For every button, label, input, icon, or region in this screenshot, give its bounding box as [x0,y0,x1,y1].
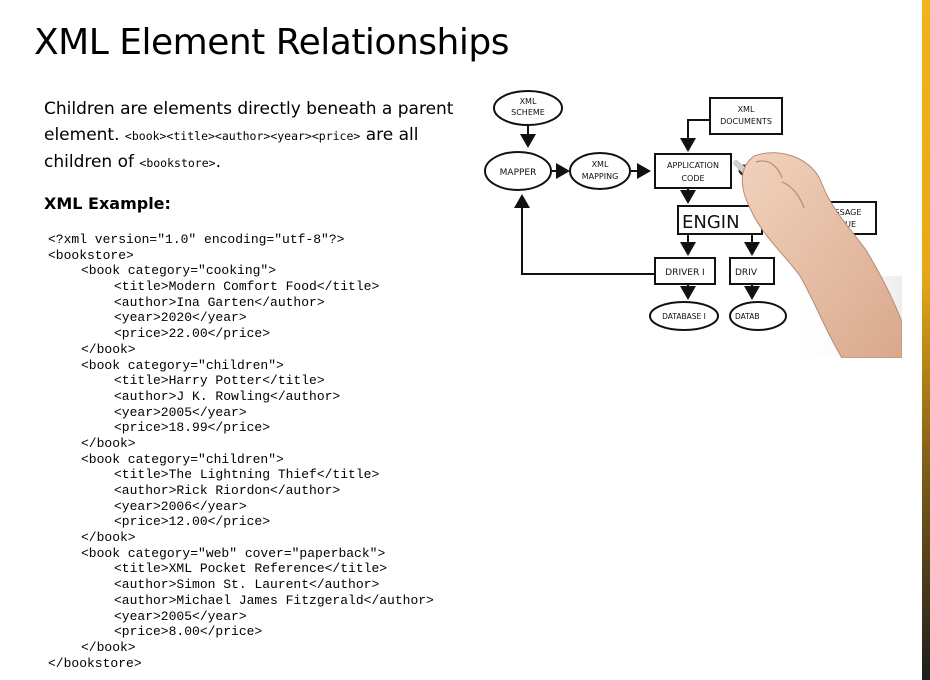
database-2-node: DATAB [729,301,787,331]
code-line: <author>J K. Rowling</author> [114,388,341,404]
code-line: </bookstore> [48,655,142,671]
code-line: <price>12.00</price> [114,514,271,530]
arrow-docs-app [680,119,710,152]
engine-label: ENGIN [682,212,740,233]
code-line: <bookstore> [48,247,134,263]
driver-1-label: DRIVER I [665,268,704,278]
message-queue-label-1: MESSAGE [823,208,862,217]
xml-mapping-node: XML MAPPING [569,152,631,190]
code-line: <price>18.99</price> [114,420,271,436]
application-code-label-2: CODE [681,174,704,183]
intro-paragraph: Children are elements directly beneath a… [44,96,464,176]
code-line: <author>Simon St. Laurent</author> [114,577,380,593]
xml-architecture-sketch: XML SCHEME XML DOCUMENTS MAPPER XML MAPP… [484,90,902,358]
intro-child-tags: <book><title><author><year><price> [124,129,361,143]
code-line: <book category="web" cover="paperback"> [81,545,386,561]
code-line: <price>22.00</price> [114,326,271,342]
mapper-label: MAPPER [500,168,537,178]
xml-scheme-label-2: SCHEME [511,108,545,117]
hand-with-marker-illustration [733,152,902,358]
engine-node: ENGIN [677,205,763,235]
database-1-label: DATABASE I [662,312,706,321]
code-line: </book> [81,435,136,451]
xml-scheme-label-1: XML [520,97,537,106]
intro-text-1: Children are elements directly beneath a… [44,99,454,145]
database-2-label: DATAB [735,312,759,321]
xml-documents-node: XML DOCUMENTS [709,97,783,135]
code-line: <title>Modern Comfort Food</title> [114,279,380,295]
code-line: <author>Rick Riordon</author> [114,483,341,498]
code-line: <year>2005</year> [114,404,247,420]
driver-1-node: DRIVER I [654,257,716,285]
code-line: <title>Harry Potter</title> [114,373,325,389]
intro-text-2: are all children of [44,125,419,172]
code-line: <year>2020</year> [114,310,247,326]
code-line: <title>XML Pocket Reference</title> [114,561,388,577]
code-line: <book category="children"> [81,451,284,467]
code-line: <book category="children"> [81,357,284,373]
code-line: <?xml version="1.0" encoding="utf-8"?> [48,232,345,247]
code-line: <year>2005</year> [114,608,247,624]
code-line: </book> [81,530,136,546]
code-line: <author>Ina Garten</author> [114,294,325,310]
intro-text-3: . [215,152,221,172]
code-line: <price>8.00</price> [114,624,263,640]
xml-mapping-label-1: XML [592,160,609,169]
code-line: <title>The Lightning Thief</title> [114,467,380,483]
slide-title: XML Element Relationships [34,22,509,63]
example-heading: XML Example: [44,194,171,213]
xml-documents-label-1: XML [738,105,755,114]
code-line: <author>Michael James Fitzgerald</author… [114,592,434,608]
xml-scheme-node: XML SCHEME [493,90,563,126]
database-1-node: DATABASE I [649,301,719,331]
application-code-node: APPLICATION CODE [654,153,732,189]
mapper-node: MAPPER [484,151,552,191]
code-line: </book> [81,341,136,357]
application-code-label-1: APPLICATION [667,161,719,170]
arrow-driver-mapper [514,194,655,275]
code-line: </book> [81,639,136,655]
driver-2-node: DRIV [729,257,775,285]
xml-code-block: <?xml version="1.0" encoding="utf-8"?><b… [48,232,434,671]
code-line: <book category="cooking"> [81,263,277,279]
xml-documents-label-2: DOCUMENTS [720,117,772,126]
code-line: <year>2006</year> [114,498,247,514]
driver-2-label: DRIV [735,268,758,278]
accent-side-bar [922,0,930,680]
intro-parent-tag: <bookstore> [139,156,216,170]
xml-mapping-label-2: MAPPING [582,172,619,181]
